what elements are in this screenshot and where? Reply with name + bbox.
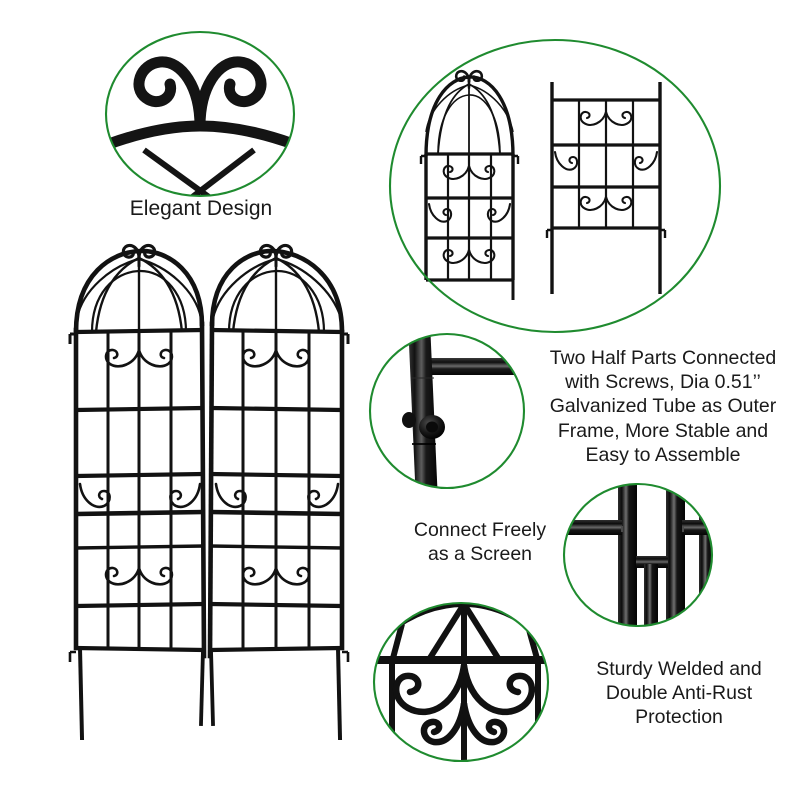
screw-joint-detail-icon [368,332,526,490]
welded-tube-joint-icon [562,482,714,628]
screw-joint-callout [368,332,526,490]
trellis-panel-left [68,243,207,741]
trellis-panel-right [207,243,350,741]
elegant-design-callout [104,30,296,198]
scroll-finial-detail-icon [104,30,296,198]
trellis-halves-callout [388,32,722,334]
scrollwork-callout [372,596,550,768]
sturdy-welded-caption: Sturdy Welded and Double Anti-Rust Prote… [596,658,762,729]
screw-connection-caption: Two Half Parts Connected with Screws, Di… [549,347,777,466]
center-hinge-stakes [199,648,215,726]
scrollwork-panel-detail-icon [372,601,550,763]
trellis-lower-half [545,82,667,294]
trellis-screen-illustration [68,243,350,741]
elegant-design-caption: Elegant Design [129,197,273,220]
welded-joint-callout [562,482,714,628]
two-trellis-halves-icon [388,38,722,334]
trellis-upper-half [419,69,520,300]
connect-freely-caption: Connect Freely as a Screen [413,519,547,566]
product-main-image [56,238,372,744]
